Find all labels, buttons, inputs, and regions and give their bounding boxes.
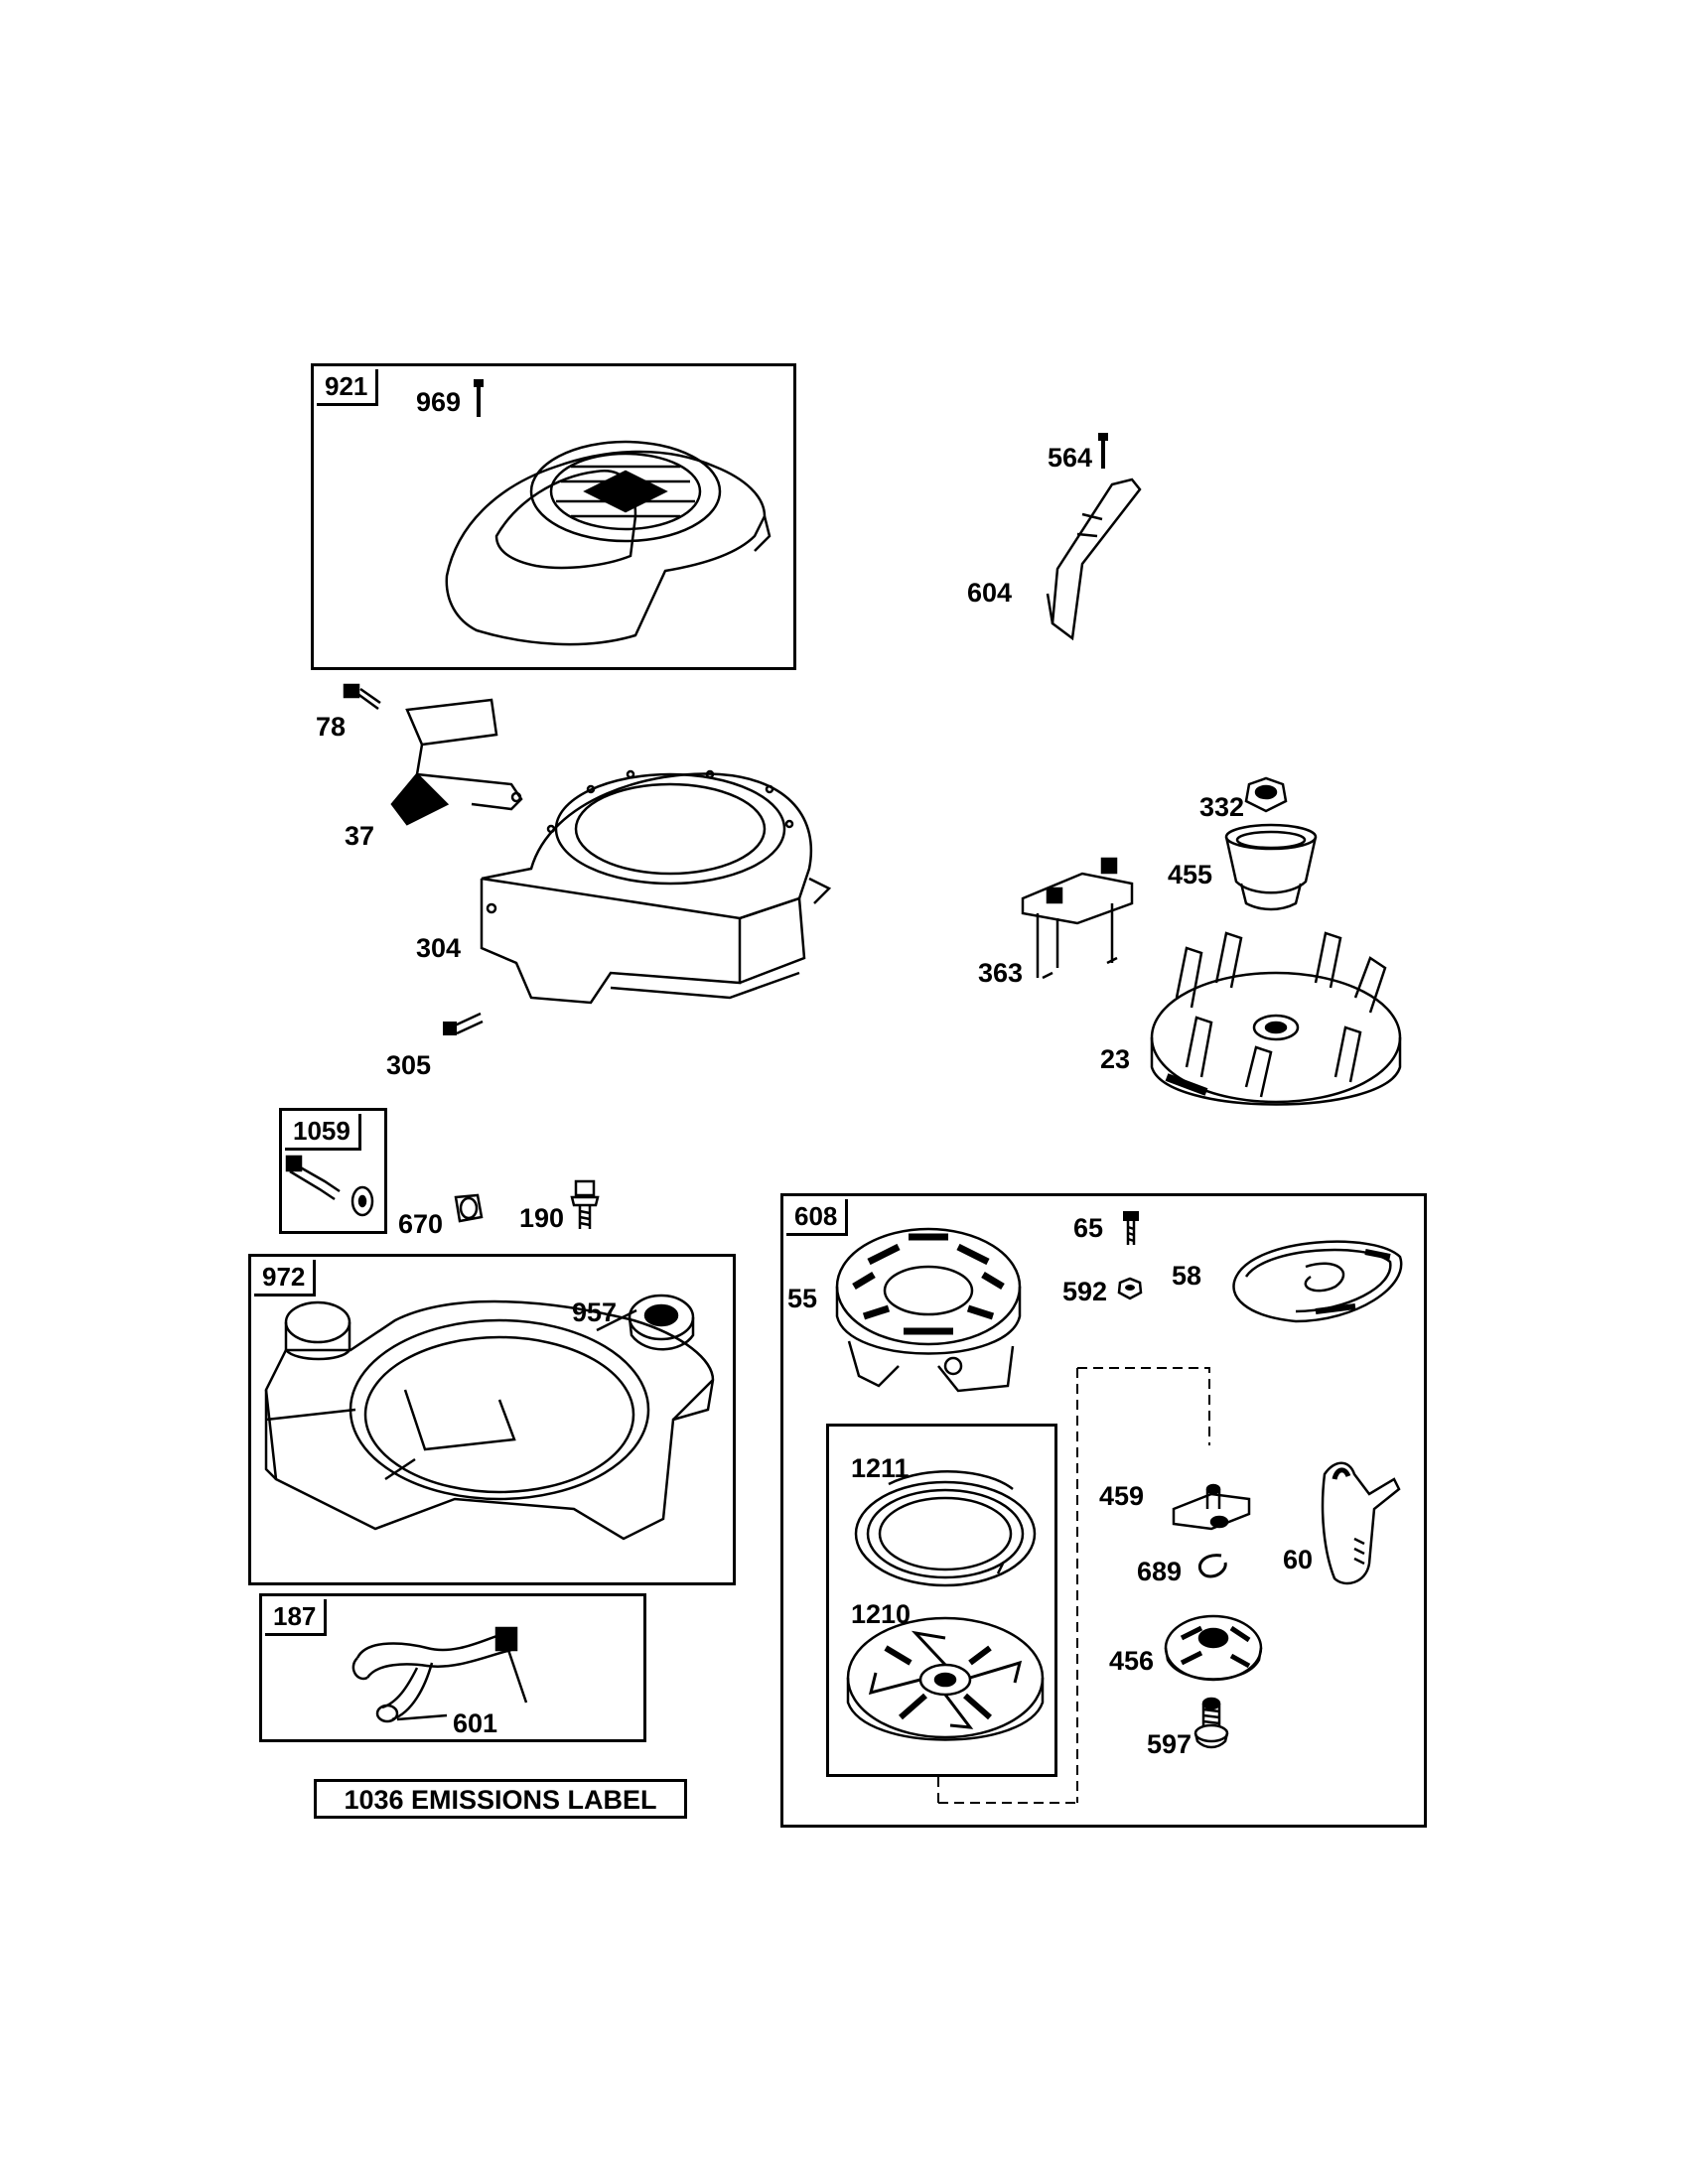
screw-597[interactable] [1192, 1696, 1231, 1750]
part-label-601[interactable]: 601 [453, 1708, 498, 1738]
fuel-cap-957[interactable] [592, 1286, 701, 1360]
rope-58[interactable] [1216, 1227, 1410, 1336]
group-187-tag[interactable]: 187 [265, 1599, 328, 1636]
part-label-456[interactable]: 456 [1109, 1646, 1155, 1676]
ratchet-456[interactable] [1162, 1608, 1266, 1690]
part-label-304[interactable]: 304 [416, 933, 462, 963]
group-608-box: 608 [780, 1193, 1427, 1828]
part-label-969[interactable]: 969 [416, 387, 462, 417]
pulley-1210[interactable] [841, 1608, 1050, 1767]
group-1059-tag[interactable]: 1059 [285, 1114, 361, 1151]
pin-1059[interactable] [285, 1152, 379, 1221]
group-1059-box: 1059 [279, 1108, 387, 1234]
air-guide-604[interactable] [1023, 475, 1142, 643]
screw-65[interactable] [1120, 1209, 1142, 1247]
part-label-190[interactable]: 190 [519, 1203, 565, 1233]
part-label-363[interactable]: 363 [978, 958, 1024, 988]
part-label-60[interactable]: 60 [1283, 1545, 1314, 1574]
rewind-spring-1211[interactable] [849, 1464, 1043, 1593]
part-label-604[interactable]: 604 [967, 578, 1013, 608]
blower-housing-cover[interactable] [437, 407, 774, 655]
bushing-670[interactable] [452, 1191, 486, 1225]
part-label-23[interactable]: 23 [1100, 1044, 1131, 1074]
emissions-label[interactable]: 1036 EMISSIONS LABEL [314, 1779, 687, 1819]
starter-cup-455[interactable] [1221, 822, 1321, 911]
part-label-459[interactable]: 459 [1099, 1481, 1145, 1511]
flywheel-23[interactable] [1147, 928, 1405, 1137]
part-label-564[interactable]: 564 [1048, 443, 1093, 473]
part-label-689[interactable]: 689 [1137, 1557, 1183, 1586]
part-label-305[interactable]: 305 [386, 1050, 432, 1080]
dog-459[interactable] [1172, 1474, 1251, 1534]
fuel-line-187[interactable] [348, 1608, 536, 1737]
blower-housing-304[interactable] [472, 759, 839, 1037]
connector-lines [933, 1366, 1211, 1813]
group-921-tag[interactable]: 921 [317, 369, 379, 406]
part-label-78[interactable]: 78 [316, 712, 347, 742]
part-label-597[interactable]: 597 [1147, 1729, 1193, 1759]
group-921-box: 921 [311, 363, 796, 670]
retainer-ring-689[interactable] [1192, 1551, 1231, 1580]
screw-969[interactable] [471, 379, 487, 419]
group-972-box: 972 [248, 1254, 736, 1585]
stud-190[interactable] [570, 1179, 600, 1231]
bracket-363[interactable] [1018, 854, 1142, 983]
part-label-670[interactable]: 670 [398, 1209, 444, 1239]
group-187-box: 187 [259, 1593, 646, 1742]
part-label-37[interactable]: 37 [345, 821, 375, 851]
starter-housing-55[interactable] [829, 1217, 1028, 1406]
part-label-65[interactable]: 65 [1073, 1213, 1104, 1243]
shield-37[interactable] [372, 695, 531, 834]
bolt-78[interactable] [343, 683, 382, 715]
pulley-spring-subgroup-box [826, 1424, 1057, 1777]
bolt-305[interactable] [441, 1008, 485, 1039]
part-label-58[interactable]: 58 [1172, 1261, 1202, 1291]
nut-332[interactable] [1241, 776, 1291, 816]
part-label-332[interactable]: 332 [1199, 792, 1245, 822]
fuel-tank[interactable] [256, 1281, 723, 1578]
part-label-55[interactable]: 55 [787, 1284, 818, 1313]
starter-handle-60[interactable] [1315, 1454, 1404, 1593]
nut-592[interactable] [1116, 1277, 1144, 1300]
screw-564[interactable] [1096, 433, 1110, 471]
part-label-592[interactable]: 592 [1062, 1277, 1108, 1306]
part-label-455[interactable]: 455 [1168, 860, 1213, 889]
group-972-tag[interactable]: 972 [254, 1260, 317, 1297]
group-608-tag[interactable]: 608 [786, 1199, 849, 1236]
part-label-957[interactable]: 957 [572, 1297, 618, 1327]
